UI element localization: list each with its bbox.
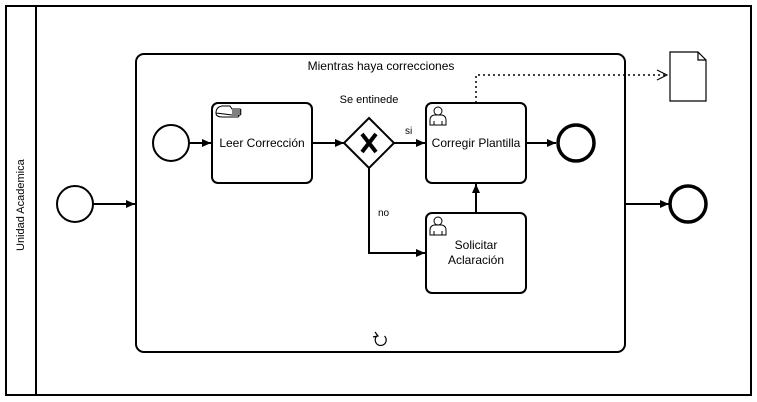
inner-start-event[interactable] [152,124,190,162]
task-corregir-label: Corregir Plantilla [431,136,521,150]
manual-task-icon [215,105,242,118]
task-solicitar-label: Solicitar Aclaración [447,238,505,267]
association-corregir-to-data [475,75,667,103]
gateway-label: Se entinede [339,94,399,106]
user-task-icon [429,216,447,236]
lane-label: Unidad Academica [15,159,27,251]
flow-label-no: no [378,208,390,219]
exclusive-x-icon [360,132,378,154]
inner-end-event[interactable] [556,123,596,163]
outer-start-event[interactable] [56,185,94,223]
task-leer-label: Leer Corrección [219,136,305,150]
flow-gateway-no [368,168,425,257]
outer-end-event[interactable] [668,184,708,224]
data-object-icon[interactable] [669,51,707,102]
user-task-icon [429,106,447,126]
flow-label-si: si [405,126,413,137]
subprocess-title: Mientras haya correcciones [307,59,455,73]
loop-icon [372,331,387,347]
